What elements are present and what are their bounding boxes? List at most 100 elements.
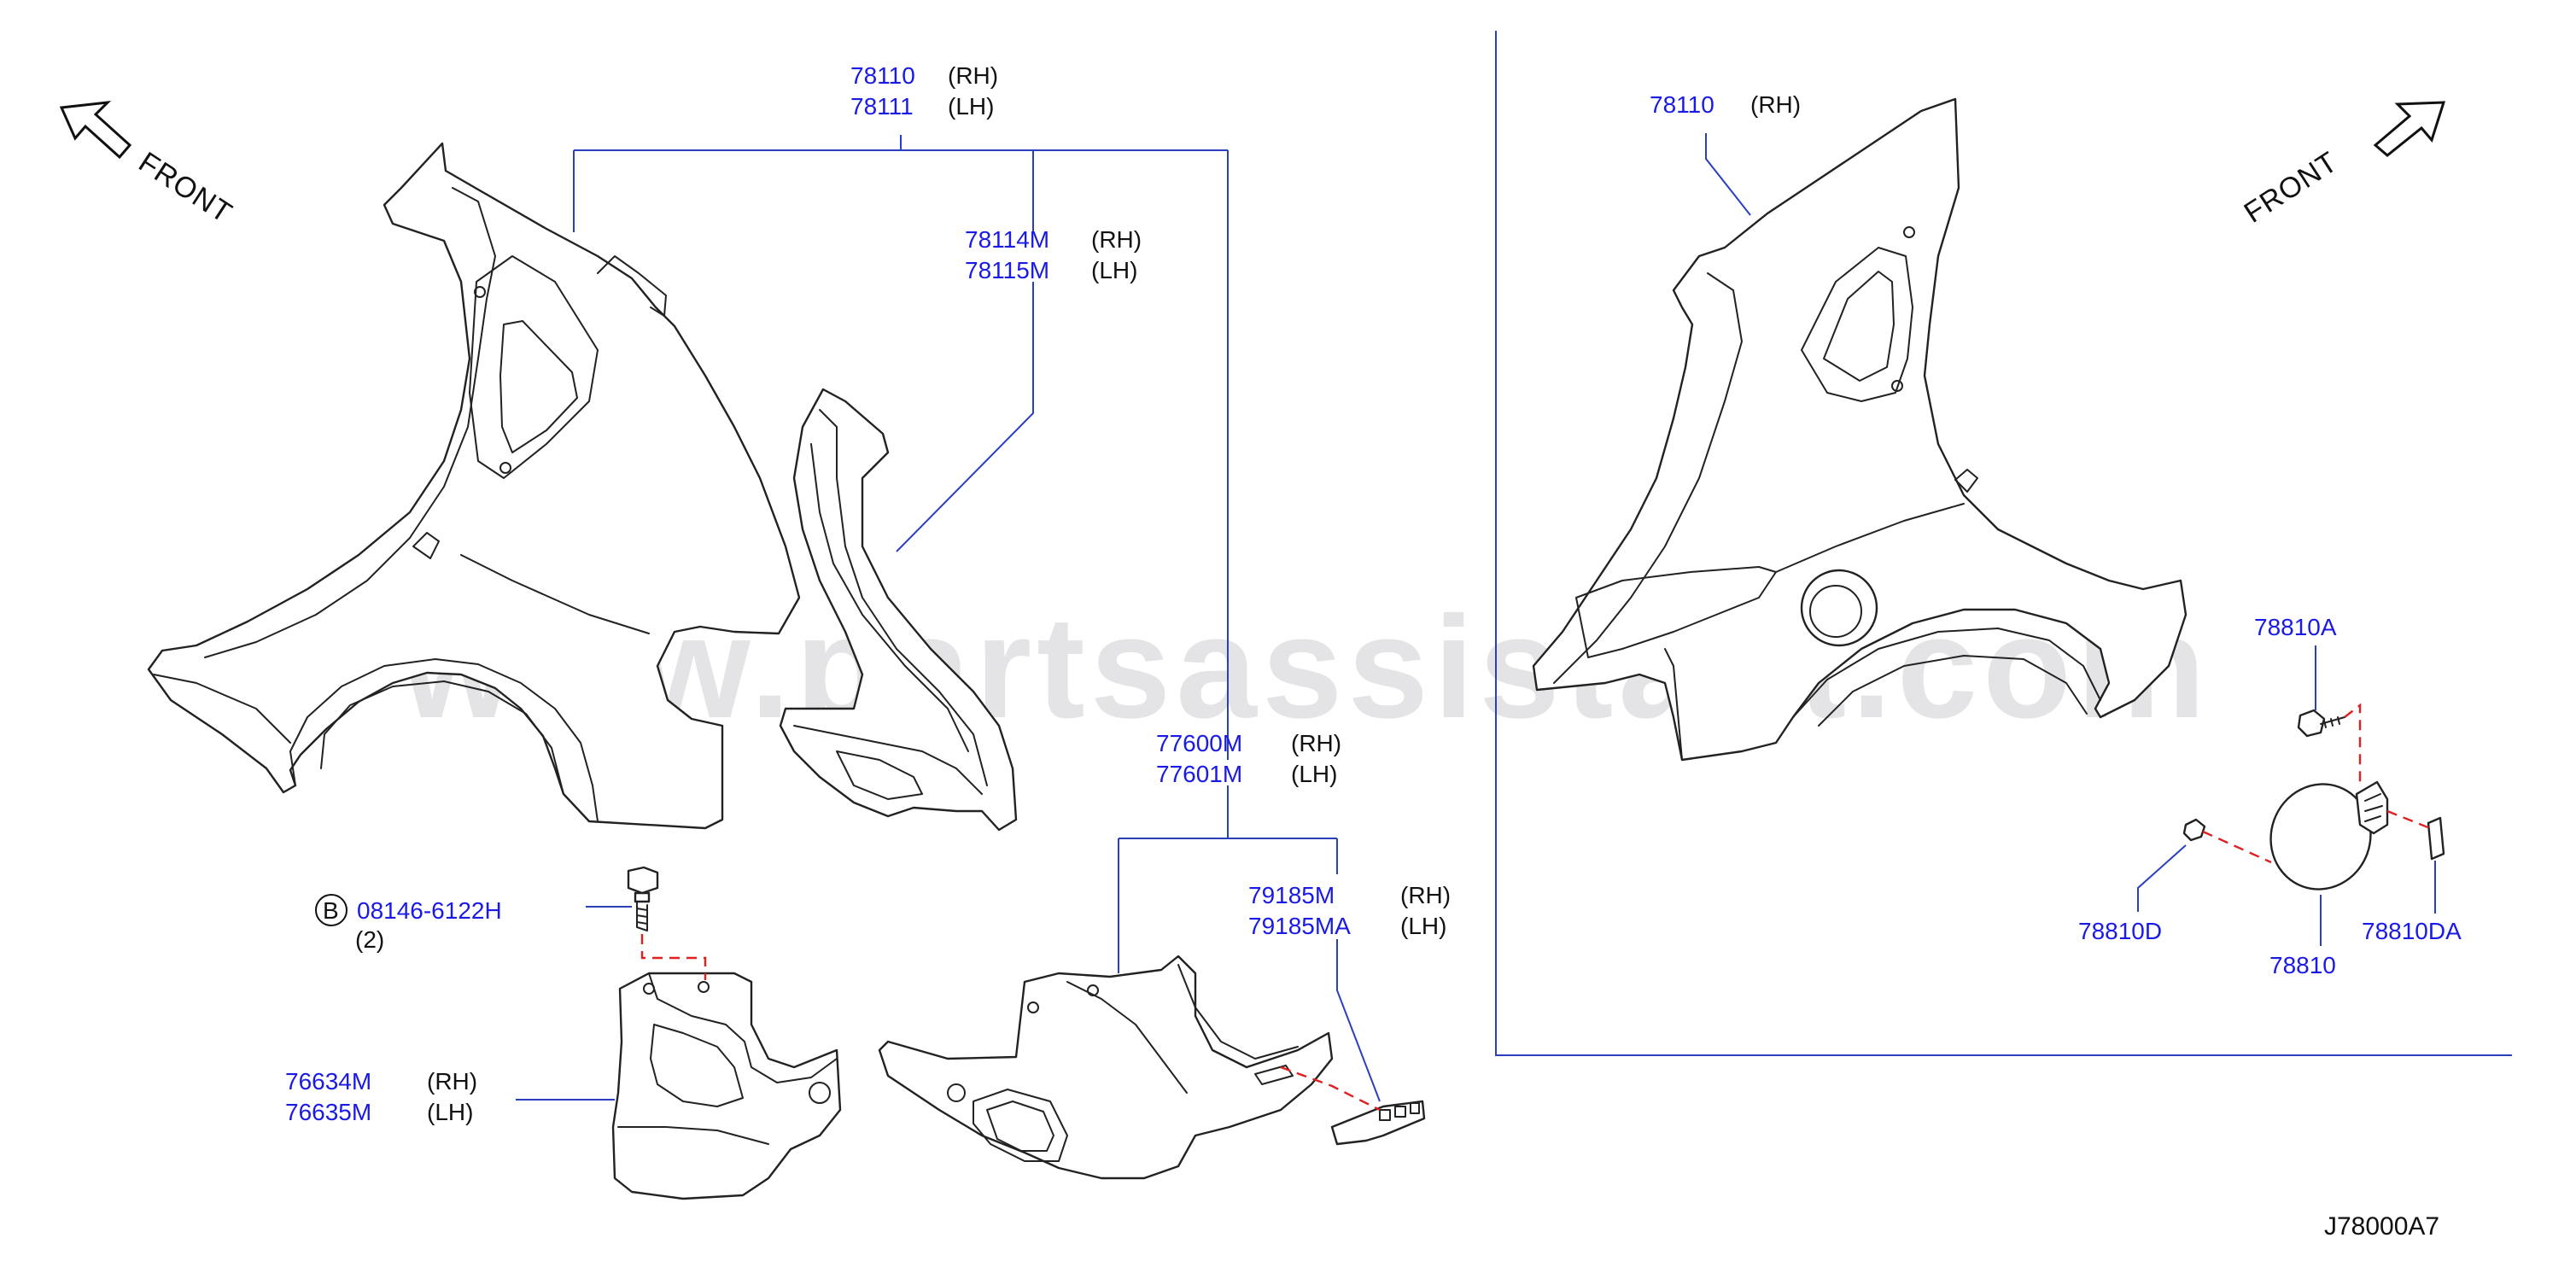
- part-number-78810D[interactable]: 78810D: [2078, 918, 2162, 944]
- extension-lower-line: [617, 1126, 769, 1145]
- bracket-hole-1: [1379, 1109, 1391, 1121]
- part-number-78110-left[interactable]: 78110: [850, 62, 915, 89]
- side-78110-right: (RH): [1750, 91, 1801, 118]
- fuel-lid-hinge: [2355, 780, 2389, 835]
- part-number-78114M[interactable]: 78114M: [965, 226, 1049, 253]
- fuel-lid-drawing: [2182, 709, 2445, 890]
- retainer-78810D-icon: [2182, 818, 2206, 842]
- extension-outline: [611, 972, 842, 1200]
- leader-79185M: [1336, 939, 1381, 1102]
- side-77600M: (RH): [1291, 730, 1341, 756]
- part-number-79185M[interactable]: 79185M: [1248, 882, 1335, 908]
- side-76634M: (RH): [427, 1068, 477, 1095]
- quarter-panel-left-pillar: [204, 187, 496, 658]
- bolt-flange: [634, 891, 651, 903]
- quarter-panel-right-arch-inner: [1818, 655, 2088, 727]
- label-78114M-78115M: 78114M (RH) 78115M (LH): [965, 226, 1142, 283]
- quarter-panel-right-inner-panel: [1575, 566, 1777, 658]
- front-label-left: FRONT: [133, 146, 238, 230]
- wheel-house-opening: [973, 1089, 1068, 1162]
- part-number-77601M[interactable]: 77601M: [1156, 761, 1242, 787]
- dash-retainer: [2202, 830, 2272, 864]
- quarter-panel-left-hole-2: [499, 462, 511, 474]
- dash-bracket: [1280, 1066, 1381, 1112]
- quarter-panel-right-belt-line: [1775, 503, 1965, 573]
- leader-78810D: [2137, 844, 2187, 912]
- leader-lines: [516, 133, 2436, 1102]
- part-number-78810[interactable]: 78810: [2269, 952, 2336, 978]
- quarter-panel-left-arch-inner: [320, 680, 564, 795]
- lid-stopper-icon: [2427, 816, 2445, 861]
- extension-hole-3: [809, 1082, 831, 1104]
- label-78110-78111: 78110 (RH) 78111 (LH): [850, 62, 998, 120]
- label-78110-right: 78110 (RH): [1650, 91, 1801, 118]
- quarter-panel-left-flange: [597, 255, 667, 317]
- detail-frame: [1495, 31, 2512, 1056]
- part-number-79185MA[interactable]: 79185MA: [1248, 913, 1351, 939]
- part-number-78110-right[interactable]: 78110: [1650, 91, 1714, 118]
- label-77600M-77601M: 77600M (RH) 77601M (LH): [1156, 730, 1341, 787]
- part-number-78810A[interactable]: 78810A: [2254, 614, 2337, 640]
- leader-77600M: [1118, 785, 1338, 973]
- extension-flange: [648, 972, 838, 1083]
- wheel-house-outline: [878, 955, 1334, 1180]
- leader-78114M: [896, 282, 1034, 552]
- part-number-78111[interactable]: 78111: [850, 93, 914, 120]
- bracket-hole-3: [1410, 1102, 1420, 1114]
- label-08146-6122H: B 08146-6122H (2): [315, 894, 502, 953]
- quarter-panel-right-window-frame: [1801, 247, 1913, 402]
- quarter-panel-left-hole-1: [474, 286, 486, 298]
- quarter-panel-right-lower: [1664, 648, 1683, 761]
- side-78114M: (RH): [1091, 226, 1142, 253]
- bolt-head-icon: [627, 866, 659, 895]
- wheel-house-hole-3: [947, 1083, 966, 1102]
- wheel-house-slot: [1254, 1065, 1294, 1085]
- part-number-08146-6122H[interactable]: 08146-6122H: [357, 897, 502, 924]
- dash-screw: [2344, 703, 2362, 782]
- side-76635M: (LH): [427, 1099, 473, 1125]
- quarter-panel-right-hole-2: [1891, 380, 1903, 392]
- quarter-panel-right-fuel-opening-inner: [1809, 585, 1862, 638]
- inner-pillar-base-detail: [793, 725, 983, 795]
- front-label-right: FRONT: [2239, 145, 2344, 229]
- quarter-panel-right-outline: [1532, 97, 2188, 762]
- label-76634M-76635M: 76634M (RH) 76635M (LH): [285, 1068, 477, 1125]
- dash-stopper: [2386, 809, 2431, 830]
- front-arrow-right: FRONT: [2239, 101, 2446, 230]
- quarter-panel-left-window: [499, 320, 578, 453]
- inner-pillar-rib-1: [819, 409, 988, 786]
- fuel-lid-hinge-detail: [2364, 793, 2383, 822]
- part-number-76634M[interactable]: 76634M: [285, 1068, 371, 1095]
- inner-pillar-base-pocket: [836, 750, 923, 800]
- extension-hole-2: [698, 981, 710, 993]
- front-arrow-left-icon: [59, 101, 132, 160]
- circle-b-marker: [315, 894, 348, 926]
- quarter-panel-right-hole-1: [1903, 226, 1915, 238]
- side-78115M: (LH): [1091, 257, 1137, 283]
- part-number-78115M[interactable]: 78115M: [965, 257, 1049, 283]
- inner-pillar-drawing: [779, 388, 1018, 832]
- dash-bolt: [640, 934, 707, 980]
- part-number-77600M[interactable]: 77600M: [1156, 730, 1242, 756]
- bracket-hole-2: [1394, 1106, 1406, 1118]
- part-number-76635M[interactable]: 76635M: [285, 1099, 371, 1125]
- wheel-house-drawing: [878, 955, 1334, 1180]
- screw-78810A-thread: [2320, 716, 2345, 728]
- quarter-panel-right-drawing: [1532, 97, 2188, 762]
- quarter-panel-left-outline: [147, 142, 801, 830]
- quantity-08146-6122H: (2): [355, 926, 384, 953]
- side-79185M: (RH): [1400, 882, 1451, 908]
- bracket-outline: [1330, 1100, 1426, 1146]
- assembly-lines: [640, 703, 2431, 1112]
- front-arrow-left: FRONT: [59, 101, 238, 230]
- label-79185M-79185MA: 79185M (RH) 79185MA (LH): [1248, 882, 1451, 939]
- quarter-panel-left-tab: [412, 532, 440, 559]
- part-number-78810DA[interactable]: 78810DA: [2362, 918, 2462, 944]
- quarter-panel-left-drawing: [147, 142, 801, 830]
- wheel-house-inner-arch: [1177, 964, 1299, 1060]
- side-77601M: (LH): [1291, 761, 1337, 787]
- quarter-panel-right-arch: [1792, 628, 2101, 718]
- quarter-panel-left-arch-outer: [289, 658, 599, 822]
- quarter-panel-right-window: [1823, 271, 1895, 382]
